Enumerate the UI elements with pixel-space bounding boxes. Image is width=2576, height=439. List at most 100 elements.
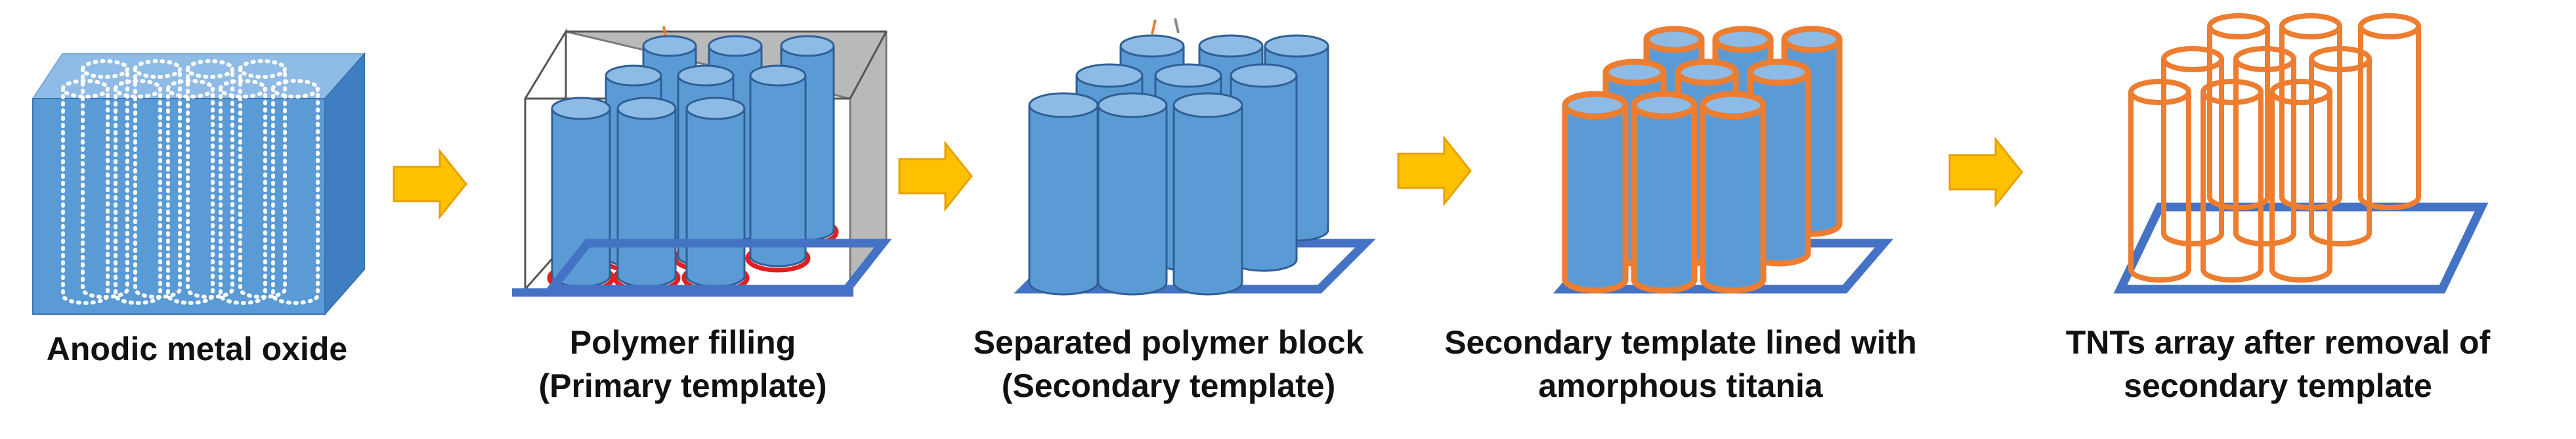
cylinder-top <box>1781 26 1843 53</box>
cylinder-body <box>2161 59 2224 246</box>
caption-line: Polymer filling <box>569 324 796 361</box>
step-caption-tnt-array: TNTs array after removal of secondary te… <box>2009 321 2547 407</box>
caption-line: secondary template <box>2124 367 2432 404</box>
polymer-drip <box>1174 18 1180 34</box>
cylinder-top <box>1028 92 1099 118</box>
cylinder-top <box>2161 46 2224 72</box>
cylinder-body <box>2200 92 2264 283</box>
polymer-drip <box>1151 19 1157 35</box>
pore-mouth <box>166 79 215 99</box>
cylinder-top <box>605 64 662 87</box>
pore-mouth <box>81 59 129 79</box>
cylinder-body <box>685 108 746 288</box>
arrow-icon <box>1948 136 2023 208</box>
caption-line: Secondary template lined with <box>1444 324 1917 361</box>
cylinder <box>1562 91 1629 294</box>
cylinder <box>681 97 750 293</box>
cylinder-body <box>1097 105 1168 296</box>
cylinder-top <box>2269 79 2332 105</box>
cylinder <box>2233 46 2296 246</box>
pore-mouth <box>271 79 320 99</box>
cylinder-top <box>2200 79 2264 105</box>
cylinder-body <box>2233 59 2296 246</box>
pore-wall <box>271 87 320 305</box>
arrow-icon <box>393 148 467 220</box>
cylinder <box>2200 79 2264 283</box>
cylinder-top <box>1198 34 1264 58</box>
cylinder-body <box>749 76 807 267</box>
caption-line: Separated polymer block <box>973 324 1364 361</box>
template-rim <box>849 31 888 99</box>
cylinder <box>1028 92 1099 296</box>
cylinder-body <box>1700 105 1767 294</box>
caption-line: Anodic metal oxide <box>46 331 348 367</box>
cylinder-top <box>1602 58 1667 86</box>
cylinder-top <box>677 64 735 87</box>
pore-mouth <box>238 59 287 79</box>
cylinder <box>1172 92 1243 296</box>
anodic-oxide-block-icon <box>32 52 366 316</box>
cylinder-top <box>2207 13 2270 39</box>
cylinder-body <box>1028 105 1099 296</box>
pore-outlines <box>61 59 320 305</box>
cylinder-body <box>1631 105 1698 294</box>
block-side-face <box>324 52 365 316</box>
cylinder-top <box>1154 63 1222 88</box>
cylinder-top <box>551 97 611 120</box>
step-caption-polymer-filling: Polymer filling (Primary template) <box>499 321 867 407</box>
pore-mouth <box>186 59 234 79</box>
cylinder-top <box>1172 92 1243 118</box>
cylinder-body <box>551 108 611 288</box>
cylinder-top <box>685 97 746 120</box>
cylinder <box>2161 46 2224 246</box>
arrow-icon <box>1397 135 1472 207</box>
cylinder <box>2309 46 2372 246</box>
cylinder-top <box>1675 58 1739 86</box>
cylinder-top <box>780 35 835 57</box>
caption-line: TNTs array after removal of <box>2065 324 2491 361</box>
cylinder-top <box>642 35 697 57</box>
pore-mouth <box>61 79 110 99</box>
cylinder-top <box>2128 79 2191 105</box>
caption-line: (Primary template) <box>538 367 827 404</box>
titania-lined-pillars-icon <box>1553 26 1894 294</box>
cylinder <box>745 64 811 273</box>
polymer-pillar-block-icon <box>1014 18 1376 296</box>
cylinder-top <box>2358 13 2421 39</box>
cylinder-top <box>1119 34 1185 58</box>
cylinder-top <box>2279 13 2342 39</box>
arrow-shape <box>898 140 973 212</box>
cylinder-top <box>1097 92 1168 118</box>
cylinder-body <box>1562 105 1629 294</box>
cylinder <box>547 97 615 293</box>
cylinder-body <box>2128 92 2191 283</box>
cylinder-top <box>2309 46 2372 72</box>
cylinder-top <box>1264 34 1329 58</box>
pore-wall <box>166 87 215 305</box>
cylinder <box>1097 92 1168 296</box>
cylinder-top <box>1712 26 1774 53</box>
cylinder <box>1631 91 1698 294</box>
cylinder <box>2358 13 2421 210</box>
cylinder-top <box>708 35 763 57</box>
pore-mouth <box>114 79 162 99</box>
cylinder <box>1700 91 1767 294</box>
cylinder <box>612 97 681 293</box>
arrow-icon <box>898 140 973 212</box>
cylinder-body <box>2309 59 2372 246</box>
caption-line: amorphous titania <box>1538 367 1823 404</box>
arrow-shape <box>1948 136 2023 208</box>
arrow-shape <box>1397 135 1472 207</box>
cylinder-top <box>1747 58 1811 86</box>
step-caption-separated-block: Separated polymer block (Secondary templ… <box>932 321 1405 407</box>
tnt-array-icon <box>2113 13 2489 294</box>
step-caption-titania-lined: Secondary template lined with amorphous … <box>1411 321 1950 407</box>
cylinder-body <box>2358 26 2421 210</box>
cylinder-body <box>616 108 677 288</box>
pore-wall <box>219 87 267 305</box>
arrow-shape <box>393 148 467 220</box>
base-plate <box>2113 202 2489 294</box>
cylinder <box>2269 79 2332 283</box>
pore-mouth <box>219 79 267 99</box>
